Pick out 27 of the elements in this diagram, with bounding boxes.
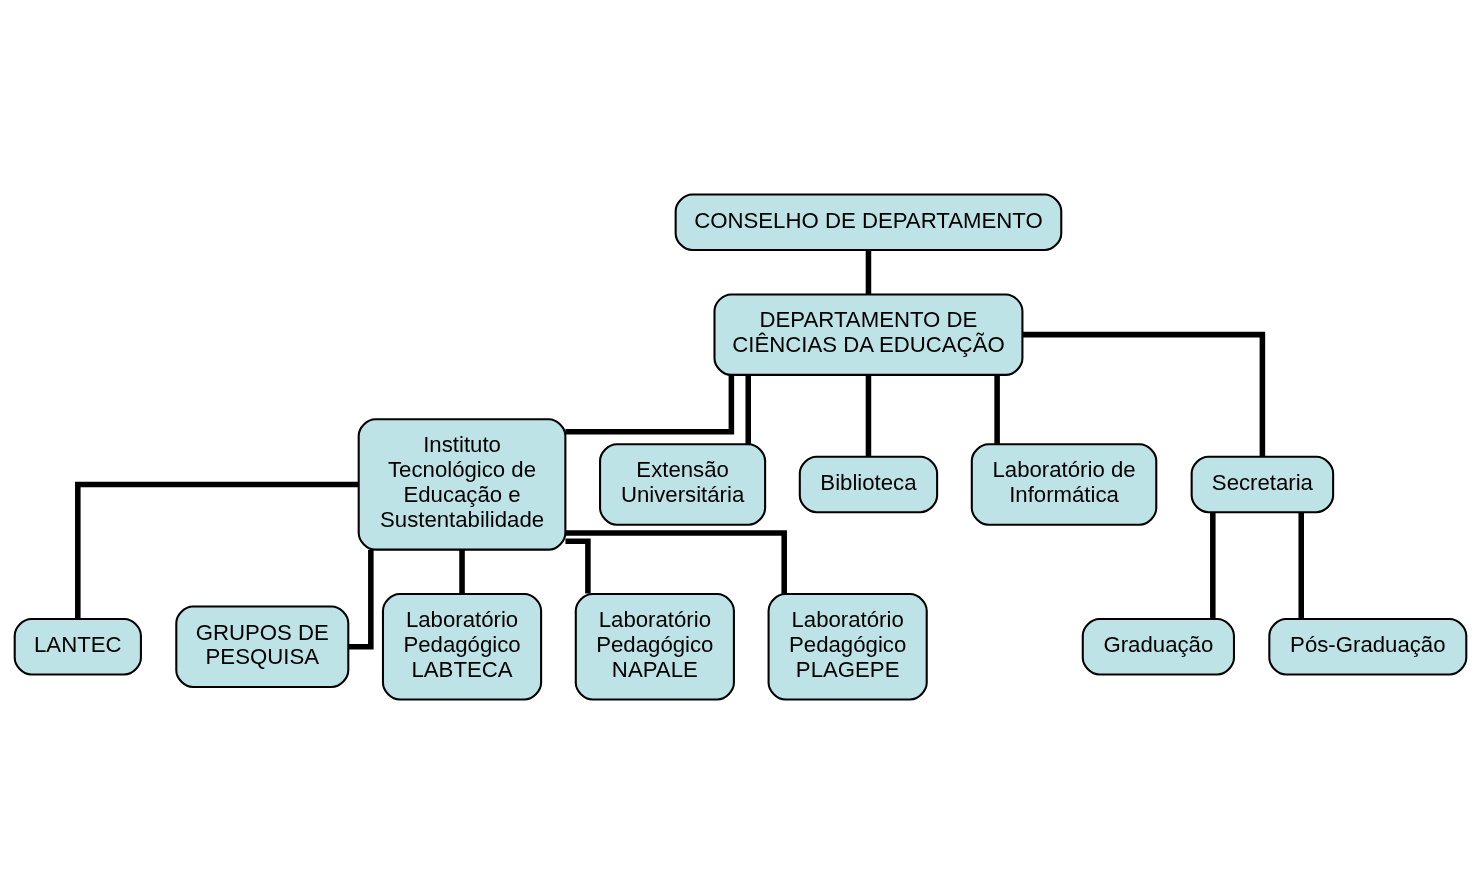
connector bbox=[865, 374, 872, 457]
node-box: Graduação bbox=[1081, 617, 1235, 675]
node-box: GRUPOS DE PESQUISA bbox=[175, 605, 350, 688]
node-box: DEPARTAMENTO DE CIÊNCIAS DA EDUCAÇÃO bbox=[713, 292, 1024, 376]
node-box: Biblioteca bbox=[798, 455, 939, 513]
node-box: Laboratório Pedagógico NAPALE bbox=[574, 592, 735, 700]
connector bbox=[565, 529, 787, 594]
node-box: Secretaria bbox=[1190, 455, 1335, 513]
connector bbox=[348, 549, 374, 649]
node-box: Instituto Tecnológico de Educação e Sustentabilidade bbox=[357, 417, 567, 551]
connector bbox=[994, 374, 1000, 444]
connector bbox=[459, 549, 465, 594]
node-box: Laboratório de Informática bbox=[970, 442, 1158, 526]
node-box: Pós-Graduação bbox=[1268, 617, 1468, 675]
connector bbox=[565, 538, 591, 593]
connector bbox=[1210, 511, 1216, 619]
node-box: Laboratório Pedagógico PLAGEPE bbox=[767, 592, 928, 700]
node-box: CONSELHO DE DEPARTAMENTO bbox=[674, 193, 1063, 251]
connector bbox=[565, 374, 735, 434]
node-box: Extensão Universitária bbox=[599, 442, 767, 526]
node-box: Laboratório Pedagógico LABTECA bbox=[381, 592, 543, 700]
connector bbox=[75, 481, 359, 619]
connector bbox=[1298, 511, 1304, 619]
node-box: LANTEC bbox=[13, 617, 142, 675]
connector bbox=[865, 249, 872, 294]
connector bbox=[1022, 331, 1266, 457]
connector bbox=[745, 374, 751, 444]
